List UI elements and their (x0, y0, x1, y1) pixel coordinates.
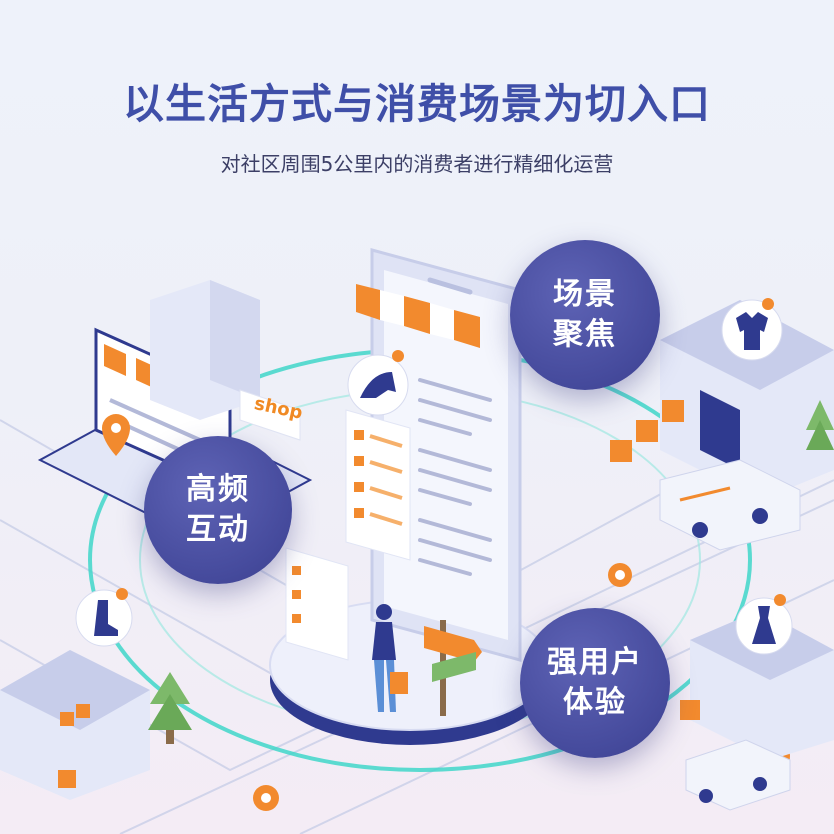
shop-awning (356, 284, 480, 348)
page-title: 以生活方式与消费场景为切入口 (123, 80, 711, 128)
phone-illustration (285, 248, 522, 662)
gear-icon-bottom (253, 785, 279, 811)
bubble-line: 体验 (563, 685, 627, 720)
high-heel-badge (347, 350, 409, 416)
delivery-truck (659, 459, 801, 551)
tree-left (148, 672, 192, 744)
bubble-line: 场景 (553, 277, 617, 312)
scene-focus-bubble: 场景 聚焦 (510, 240, 660, 390)
shopper-figure (372, 604, 408, 712)
shirt-badge (721, 298, 783, 361)
bubble-line: 高频 (186, 472, 250, 507)
bubble-line: 聚焦 (553, 317, 617, 352)
page-subtitle: 对社区周围5公里内的消费者进行精细化运营 (220, 152, 614, 176)
warehouse-right (610, 300, 834, 500)
location-pin-left (102, 414, 130, 456)
user-experience-bubble: 强用户 体验 (520, 608, 670, 758)
warehouse-left (0, 650, 150, 800)
dress-badge (735, 594, 793, 655)
tree-right (806, 400, 834, 450)
back-building (150, 280, 260, 420)
bubble-line: 互动 (186, 512, 250, 547)
high-frequency-bubble: 高频 互动 (144, 436, 292, 584)
gear-icon-right (608, 563, 632, 587)
boot-badge (75, 588, 133, 647)
bubble-line: 强用户 (547, 645, 643, 680)
direction-signpost (424, 620, 482, 716)
delivery-truck-bottom (685, 739, 791, 811)
